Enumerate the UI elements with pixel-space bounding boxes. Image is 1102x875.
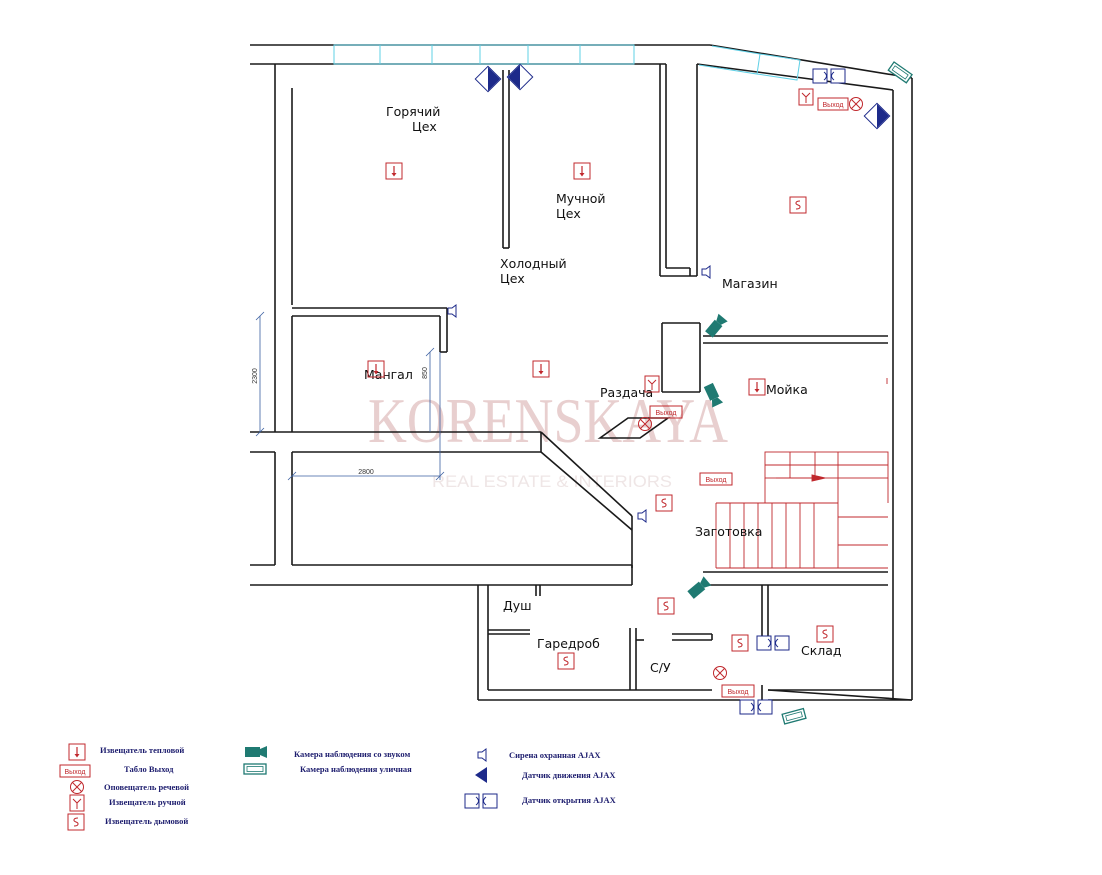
- motion-sensor-icon: [506, 63, 534, 91]
- legend-opening-sensor-label: Датчик открытия AJAX: [522, 795, 617, 805]
- siren-icon: [637, 509, 647, 523]
- motion-sensor-icon: [474, 65, 502, 93]
- smoke-detector-icon: [655, 494, 673, 512]
- legend-motion-sensor-label: Датчик движения AJAX: [522, 770, 616, 780]
- legend-exit-sign-label: Табло Выход: [124, 764, 174, 774]
- legend-voice-alarm-icon: [70, 780, 84, 794]
- smoke-detector-icon: [789, 196, 807, 214]
- legend-camera-outdoor-label: Камера наблюдения уличная: [300, 764, 412, 774]
- exit-sign: Выход: [817, 97, 849, 111]
- room-label-washing: Мойка: [766, 382, 808, 397]
- room-label-wardrobe: Гаредроб: [537, 636, 600, 651]
- room-label-shower: Душ: [503, 598, 532, 613]
- legend-manual-detector-label: Извещатель ручной: [109, 797, 186, 807]
- opening-sensor-icon: [739, 699, 773, 715]
- legend-heat-detector-icon: [68, 743, 86, 761]
- legend-voice-alarm-label: Оповещатель речевой: [104, 782, 189, 792]
- heat-detector-icon: [573, 162, 591, 180]
- legend-exit-sign-icon-text: Выход: [65, 769, 86, 776]
- heat-detector-icon: [385, 162, 403, 180]
- room-label-cold-shop-2: Цех: [500, 271, 525, 286]
- watermark-brand: KORENSKAYA: [368, 385, 728, 456]
- room-label-hot-shop-2: Цех: [412, 119, 437, 134]
- legend-siren-icon: [477, 748, 487, 762]
- exit-sign-label: Выход: [656, 410, 677, 417]
- manual-detector-icon: [798, 88, 814, 106]
- room-label-grill: Мангал: [364, 367, 413, 382]
- exit-sign: Выход: [649, 405, 683, 419]
- legend-camera-sound-icon: [245, 746, 267, 758]
- staircase: [715, 378, 889, 569]
- room-label-prep: Заготовка: [695, 524, 762, 539]
- exit-sign-label: Выход: [706, 477, 727, 484]
- smoke-detector-icon: [557, 652, 575, 670]
- exit-sign-label: Выход: [728, 689, 749, 696]
- legend-opening-sensor-icon: [464, 793, 498, 809]
- legend-smoke-detector-icon: [67, 813, 85, 831]
- exit-sign: Выход: [699, 472, 733, 486]
- room-label-wc: С/У: [650, 660, 671, 675]
- camera-outdoor-icon: [781, 707, 807, 725]
- heat-detector-icon: [748, 378, 766, 396]
- voice-alarm-icon: [713, 666, 727, 680]
- legend-siren-label: Сирена охранная AJAX: [509, 750, 601, 760]
- dim-2800: 2800: [358, 469, 374, 476]
- camera-outdoor-icon: [887, 61, 913, 84]
- legend: Извещатель тепловой Выход Табло Выход Оп…: [59, 743, 617, 831]
- motion-sensor-icon: [863, 102, 891, 130]
- legend-exit-sign-icon: [59, 764, 91, 778]
- room-label-flour-shop: Мучной: [556, 191, 606, 206]
- smoke-detector-icon: [731, 634, 749, 652]
- room-label-hot-shop: Горячий: [386, 104, 440, 119]
- watermark-tagline: REAL ESTATE & INTERIORS: [432, 472, 672, 491]
- exit-sign-label: Выход: [823, 102, 844, 109]
- voice-alarm-icon: [849, 97, 863, 111]
- room-label-flour-shop-2: Цех: [556, 206, 581, 221]
- exit-sign: Выход: [721, 684, 755, 698]
- siren-icon: [447, 304, 457, 318]
- room-label-cold-shop: Холодный: [500, 256, 567, 271]
- dim-2300: 2300: [252, 368, 259, 384]
- legend-camera-outdoor-icon: [243, 763, 267, 775]
- walls: [250, 44, 913, 701]
- room-label-shop: Магазин: [722, 276, 778, 291]
- dim-850: 850: [422, 367, 429, 379]
- dimension-lines: [255, 311, 445, 481]
- legend-manual-detector-icon: [69, 794, 85, 812]
- heat-detector-icon: [532, 360, 550, 378]
- legend-smoke-detector-label: Извещатель дымовой: [105, 816, 188, 826]
- room-label-serving: Раздача: [600, 385, 653, 400]
- opening-sensor-icon: [756, 635, 790, 651]
- room-label-storage: Склад: [801, 643, 842, 658]
- siren-icon: [701, 265, 711, 279]
- camera-sound-icon: [704, 313, 728, 339]
- smoke-detector-icon: [816, 625, 834, 643]
- smoke-detector-icon: [657, 597, 675, 615]
- camera-sound-icon: [686, 576, 712, 600]
- legend-heat-detector-label: Извещатель тепловой: [100, 745, 184, 755]
- legend-camera-sound-label: Камера наблюдения со звуком: [294, 749, 411, 759]
- legend-motion-sensor-icon: [475, 767, 487, 783]
- windows: [333, 44, 801, 81]
